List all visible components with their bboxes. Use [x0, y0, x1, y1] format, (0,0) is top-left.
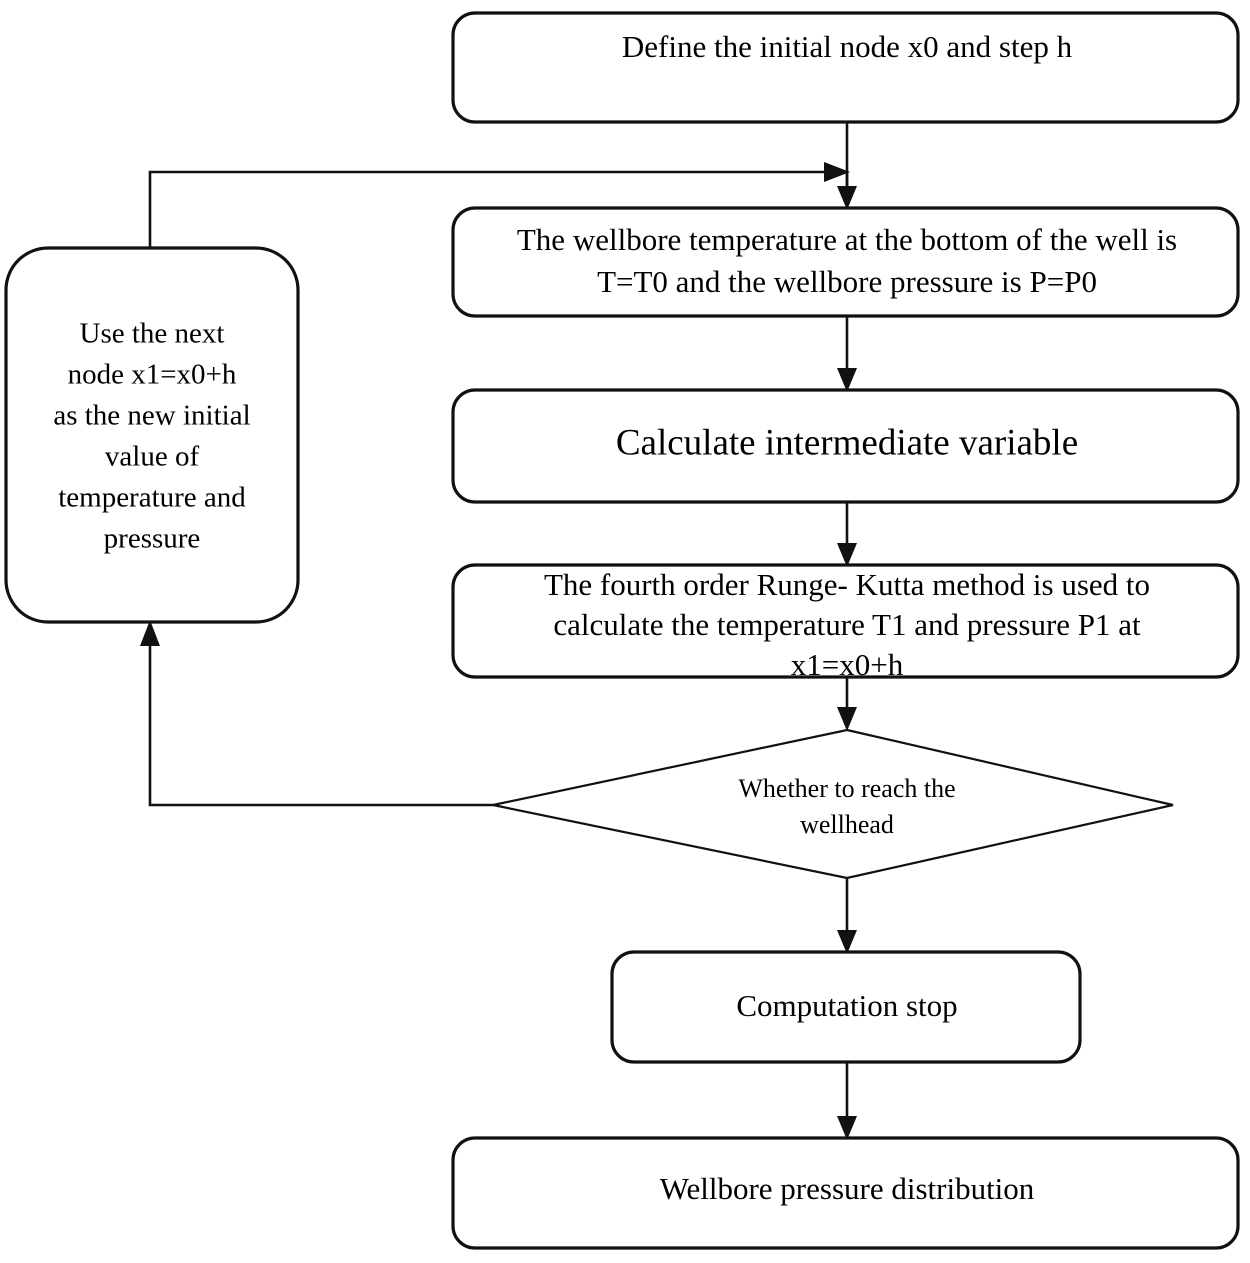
node-next-node-line-6: pressure	[104, 523, 201, 555]
node-runge-kutta-shape[interactable]	[451, 563, 1240, 679]
node-result-shape[interactable]	[451, 1136, 1240, 1250]
node-stop[interactable]: Computation stop	[610, 950, 1082, 1064]
node-initial-conditions-shape[interactable]	[451, 206, 1240, 318]
node-initial-conditions-line-1: The wellbore temperature at the bottom o…	[517, 222, 1177, 257]
connector-layer	[140, 122, 857, 1140]
node-decision-line-1: Whether to reach the	[738, 774, 955, 803]
node-runge-kutta[interactable]: The fourth order Runge- Kutta method is …	[451, 563, 1240, 682]
node-next-node-line-3: as the new initial	[53, 400, 250, 432]
node-runge-kutta-line-3: x1=x0+h	[791, 647, 904, 682]
edge-next-node-to-initial-conditions	[148, 162, 850, 248]
node-intermediate[interactable]: Calculate intermediate variable	[451, 388, 1240, 504]
node-result[interactable]: Wellbore pressure distribution	[451, 1136, 1240, 1250]
node-decision-shape[interactable]	[492, 728, 1174, 880]
node-runge-kutta-line-1: The fourth order Runge- Kutta method is …	[544, 567, 1150, 602]
node-intermediate-shape[interactable]	[451, 388, 1240, 504]
node-start[interactable]: Define the initial node x0 and step h	[451, 11, 1240, 124]
node-intermediate-line-1: Calculate intermediate variable	[616, 422, 1078, 463]
node-initial-conditions-line-2: T=T0 and the wellbore pressure is P=P0	[597, 264, 1097, 299]
node-stop-shape[interactable]	[610, 950, 1082, 1064]
node-decision[interactable]: Whether to reach the wellhead	[492, 728, 1174, 880]
node-runge-kutta-line-2: calculate the temperature T1 and pressur…	[553, 607, 1141, 642]
edge-initial-conditions-to-intermediate	[837, 316, 857, 392]
node-initial-conditions[interactable]: The wellbore temperature at the bottom o…	[451, 206, 1240, 318]
node-result-line-1: Wellbore pressure distribution	[660, 1171, 1035, 1206]
node-next-node-line-5: temperature and	[58, 482, 246, 514]
edge-decision-to-next-node	[140, 620, 493, 807]
node-next-node-line-4: value of	[105, 441, 200, 473]
edge-runge-kutta-to-decision	[837, 677, 857, 731]
node-start-line-1: Define the initial node x0 and step h	[622, 29, 1073, 64]
node-next-node-shape[interactable]	[4, 246, 300, 624]
node-next-node[interactable]: Use the next node x1=x0+h as the new ini…	[4, 246, 300, 624]
edge-intermediate-to-runge-kutta	[837, 502, 857, 567]
node-stop-line-1: Computation stop	[736, 988, 957, 1023]
node-next-node-line-1: Use the next	[80, 318, 225, 350]
node-decision-line-2: wellhead	[800, 810, 894, 839]
edge-stop-to-result	[837, 1062, 857, 1140]
node-start-shape[interactable]	[451, 11, 1240, 124]
node-next-node-line-2: node x1=x0+h	[68, 359, 237, 391]
edge-decision-to-stop	[837, 878, 857, 954]
